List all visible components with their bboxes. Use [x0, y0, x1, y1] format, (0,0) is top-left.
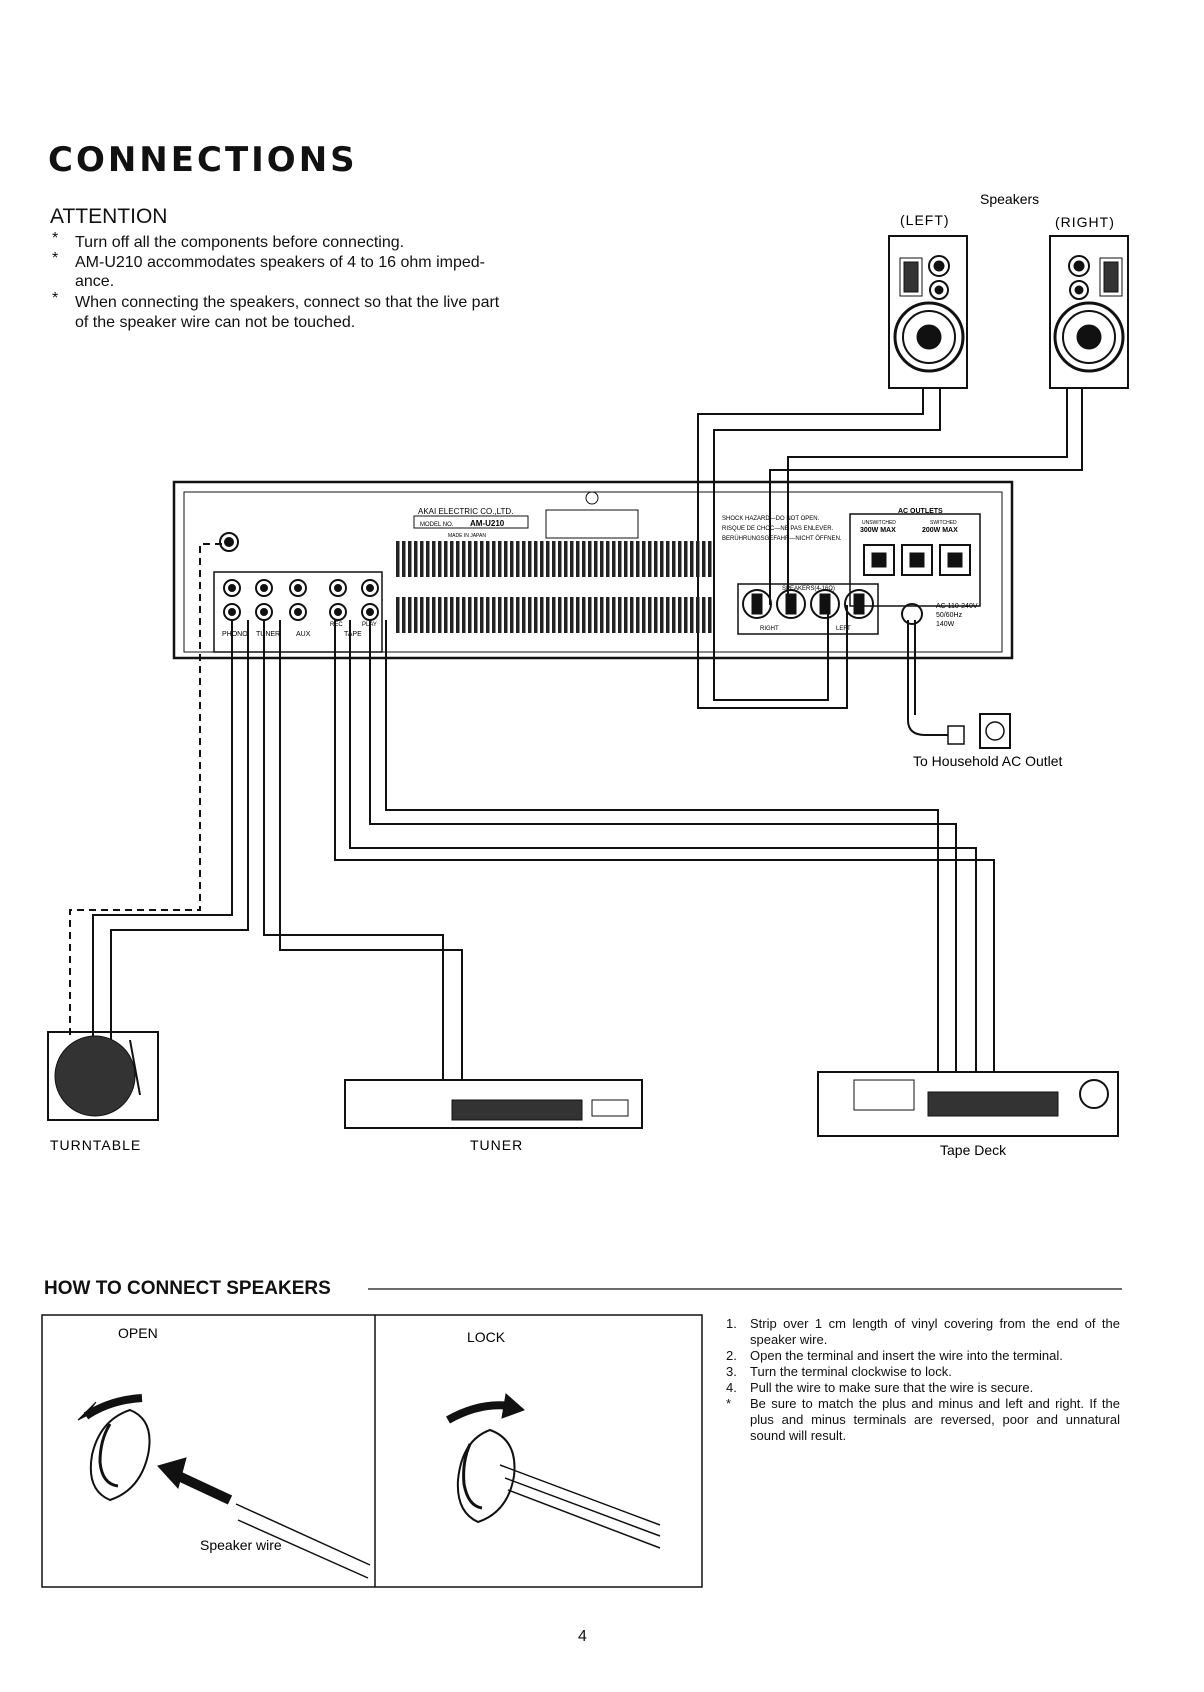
- ac-outlets-panel: [849, 513, 981, 607]
- power-rating: AC 110-240V: [936, 603, 978, 610]
- how-to-heading: HOW TO CONNECT SPEAKERS: [44, 1278, 331, 1299]
- speaker-terminals: [737, 583, 879, 635]
- amplifier-rear: [172, 480, 1014, 660]
- input-jacks: [213, 532, 383, 653]
- tape-deck-icon: [817, 1071, 1119, 1137]
- ac-outlet-label: To Household AC Outlet: [913, 753, 1063, 769]
- turntable-icon: [47, 1031, 159, 1121]
- step-1: 1.Strip over 1 cm length of vinyl coveri…: [726, 1316, 1120, 1347]
- step-4: 4.Pull the wire to make sure that the wi…: [726, 1380, 1034, 1395]
- amp-model-prefix: MODEL NO.: [420, 522, 454, 528]
- warning-line-2: RISQUE DE CHOC—NE PAS ENLEVER.: [722, 526, 834, 532]
- phono-label: PHONO: [222, 631, 248, 638]
- bullet-star: *: [52, 230, 59, 247]
- turntable-label: TURNTABLE: [50, 1137, 141, 1153]
- instruction-steps: 1.Strip over 1 cm length of vinyl coveri…: [726, 1316, 1120, 1444]
- open-label: OPEN: [118, 1325, 158, 1341]
- tuner-icon: [344, 1079, 643, 1129]
- attention-bullet-3-cont: of the speaker wire can not be touched.: [75, 314, 356, 331]
- amp-brand: AKAI ELECTRIC CO.,LTD.: [418, 507, 513, 516]
- lock-terminal-illustration: [446, 1393, 661, 1549]
- warning-line-3: BERÜHRUNGSGEFAHR—NICHT ÖFFNEN.: [722, 535, 842, 542]
- step-2: 2.Open the terminal and insert the wire …: [726, 1348, 1063, 1363]
- aux-label: AUX: [296, 631, 311, 638]
- ac-outlets-label: AC OUTLETS: [898, 508, 943, 515]
- step-3: 3.Turn the terminal clockwise to lock.: [726, 1364, 952, 1379]
- right-speaker-label: (RIGHT): [1055, 214, 1115, 230]
- switched-label: SWITCHED: [930, 520, 957, 526]
- tape-deck-label: Tape Deck: [940, 1142, 1007, 1158]
- input-cables: [92, 620, 995, 1080]
- speakers-terminal-label: SPEAKERS(4-16Ω): [782, 586, 835, 592]
- power-freq: 50/60Hz: [936, 612, 963, 619]
- speakers-label: Speakers: [980, 191, 1039, 207]
- attention-heading: ATTENTION: [50, 205, 168, 228]
- amp-model: AM-U210: [470, 519, 505, 528]
- page-number: 4: [578, 1628, 587, 1645]
- attention-bullet-1: Turn off all the components before conne…: [75, 234, 405, 251]
- tuner-label: TUNER: [470, 1137, 523, 1153]
- lock-label: LOCK: [467, 1329, 506, 1345]
- left-speaker: [888, 235, 968, 389]
- power-watts: 140W: [936, 621, 955, 628]
- attention-bullet-2: AM-U210 accommodates speakers of 4 to 16…: [75, 254, 485, 271]
- tape-label: TAPE: [344, 631, 362, 638]
- speaker-wire-label: Speaker wire: [200, 1537, 282, 1553]
- amp-origin: MADE IN JAPAN: [448, 533, 486, 539]
- unswitched-label: UNSWITCHED: [862, 520, 896, 526]
- wall-outlet-icon: [979, 713, 1011, 749]
- procedure-box: [41, 1314, 703, 1588]
- speaker-cables: [697, 388, 1083, 709]
- attention-bullet-3: When connecting the speakers, connect so…: [75, 294, 500, 311]
- rec-label: REC: [330, 622, 343, 628]
- left-terminal-label: LEFT: [836, 626, 851, 632]
- warning-line-1: SHOCK HAZARD—DO NOT OPEN.: [722, 516, 820, 522]
- attention-bullet-2-cont: ance.: [75, 273, 115, 290]
- tuner-input-label: TUNER: [256, 631, 280, 638]
- step-note: *Be sure to match the plus and minus and…: [726, 1396, 1120, 1443]
- right-terminal-label: RIGHT: [760, 626, 779, 632]
- bullet-star: *: [52, 250, 59, 267]
- unswitched-max: 300W MAX: [860, 527, 896, 534]
- right-speaker: [1049, 235, 1129, 389]
- open-terminal-illustration: [77, 1394, 371, 1579]
- switched-max: 200W MAX: [922, 527, 958, 534]
- bullet-star: *: [52, 290, 59, 307]
- ground-wire: [69, 543, 222, 1040]
- left-speaker-label: (LEFT): [900, 212, 950, 228]
- page-title: CONNECTIONS: [48, 140, 358, 180]
